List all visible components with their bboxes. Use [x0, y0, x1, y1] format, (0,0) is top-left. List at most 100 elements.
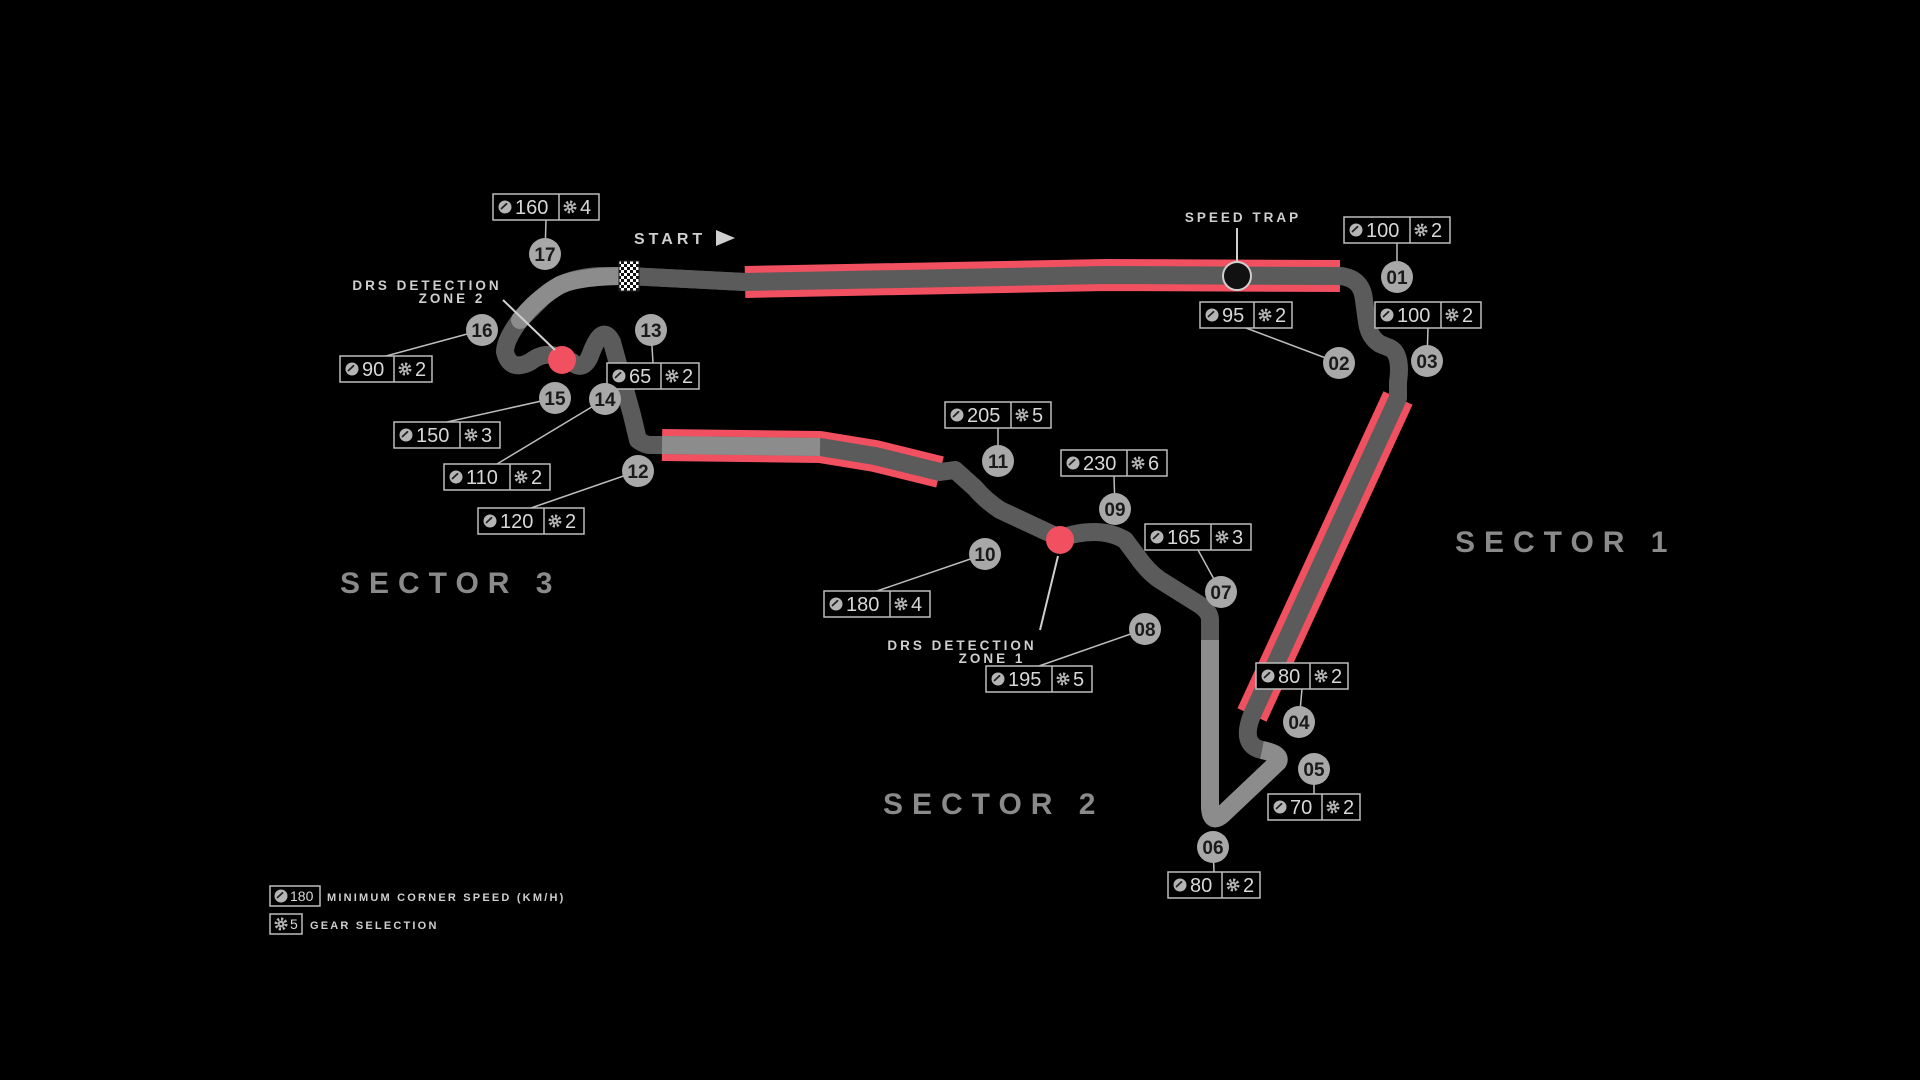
track-light-section-3 — [661, 436, 821, 456]
corner-16: 90 2 16 — [339, 314, 498, 383]
corner-badge — [1129, 613, 1161, 645]
corner-speed: 160 — [515, 197, 548, 219]
corner-number: 02 — [1328, 354, 1349, 375]
speedometer-icon — [1260, 668, 1276, 684]
corner-gear: 2 — [682, 366, 693, 388]
drs-zone-2-line-2: ZONE 2 — [419, 291, 486, 306]
corner-11: 205 5 11 — [944, 401, 1052, 477]
corner-10: 180 4 10 — [823, 538, 1001, 618]
corner-number: 01 — [1386, 268, 1408, 289]
corner-connector — [530, 470, 639, 509]
corner-connector — [1245, 327, 1340, 364]
speedometer-icon — [949, 407, 965, 423]
corner-number: 03 — [1416, 352, 1437, 373]
corner-gear: 4 — [911, 594, 922, 616]
corner-gear: 5 — [1032, 405, 1043, 427]
corner-number: 07 — [1210, 583, 1231, 604]
corner-speed: 195 — [1008, 669, 1041, 691]
corner-14: 110 2 14 — [443, 383, 621, 491]
corner-connector — [446, 397, 556, 423]
corner-connector — [876, 553, 986, 592]
corner-speed: 230 — [1083, 453, 1116, 475]
sector-1-label: SECTOR 1 — [1455, 526, 1677, 559]
corner-number: 14 — [594, 390, 616, 411]
corner-speed: 205 — [967, 405, 1000, 427]
corner-badge — [1381, 261, 1413, 293]
corner-gear: 5 — [1073, 669, 1084, 691]
speedometer-icon — [990, 671, 1006, 687]
corner-badge — [539, 382, 571, 414]
corner-badge — [622, 455, 654, 487]
corner-speed: 65 — [629, 366, 651, 388]
start-arrow-icon — [716, 230, 735, 246]
corner-badge — [1323, 347, 1355, 379]
corner-badge — [466, 314, 498, 346]
corner-connector — [496, 398, 606, 465]
corner-speed: 120 — [500, 511, 533, 533]
corner-number: 06 — [1202, 838, 1223, 859]
start-label: START — [634, 231, 706, 248]
corner-gear: 2 — [1243, 875, 1254, 897]
sector-3-label: SECTOR 3 — [340, 567, 562, 600]
corner-badge — [635, 314, 667, 346]
corner-badge — [1099, 493, 1131, 525]
speedometer-icon — [1204, 307, 1220, 323]
speedometer-icon — [398, 427, 414, 443]
speed-trap-marker — [1222, 261, 1252, 291]
corner-number: 15 — [544, 389, 566, 410]
corner-gear: 2 — [1462, 305, 1473, 327]
drs-detection-zone-2-marker — [548, 346, 576, 374]
corner-speed: 150 — [416, 425, 449, 447]
corner-speed: 100 — [1366, 220, 1399, 242]
speedometer-icon — [1172, 877, 1188, 893]
corner-number: 17 — [534, 245, 555, 266]
corner-gear: 6 — [1148, 453, 1159, 475]
corner-badge — [1197, 831, 1229, 863]
corner-speed: 165 — [1167, 527, 1200, 549]
corner-number: 10 — [974, 545, 995, 566]
speedometer-icon — [1348, 222, 1364, 238]
legend-gear-example: 5 — [290, 916, 298, 932]
corner-gear: 3 — [1232, 527, 1243, 549]
corner-number: 08 — [1134, 620, 1155, 641]
drs-zone-1-line-2: ZONE 1 — [959, 651, 1026, 666]
corner-speed: 110 — [466, 467, 498, 489]
speedometer-icon — [1272, 799, 1288, 815]
legend-speed-label: MINIMUM CORNER SPEED (KM/H) — [327, 892, 565, 904]
corner-gear: 3 — [481, 425, 492, 447]
corner-gear: 2 — [1275, 305, 1286, 327]
speedometer-icon — [482, 513, 498, 529]
track-light-section-4 — [1201, 640, 1288, 828]
corner-info-box — [1374, 301, 1482, 329]
speedometer-icon — [448, 469, 464, 485]
corner-gear: 2 — [415, 359, 426, 381]
corner-08: 195 5 08 — [985, 613, 1161, 693]
corner-gear: 2 — [565, 511, 576, 533]
corner-badge — [982, 445, 1014, 477]
drs-detection-zone-1-marker — [1046, 526, 1074, 554]
corner-connector — [1038, 628, 1146, 667]
corner-speed: 70 — [1290, 797, 1312, 819]
corner-number: 11 — [988, 452, 1009, 473]
corner-number: 09 — [1104, 500, 1125, 521]
corner-number: 16 — [471, 321, 492, 342]
corner-number: 13 — [640, 321, 661, 342]
corner-speed: 100 — [1397, 305, 1430, 327]
speedometer-icon — [344, 361, 360, 377]
corner-speed: 90 — [362, 359, 384, 381]
corner-badge — [1205, 576, 1237, 608]
corner-gear: 2 — [531, 467, 542, 489]
speedometer-icon — [828, 596, 844, 612]
corner-speed: 180 — [846, 594, 879, 616]
corner-03: 100 2 03 — [1374, 301, 1482, 377]
speedometer-icon — [1379, 307, 1395, 323]
corner-badge — [1283, 706, 1315, 738]
corner-badge — [589, 383, 621, 415]
corner-07: 165 3 07 — [1144, 523, 1252, 608]
speed-trap-label: SPEED TRAP — [1185, 210, 1301, 225]
